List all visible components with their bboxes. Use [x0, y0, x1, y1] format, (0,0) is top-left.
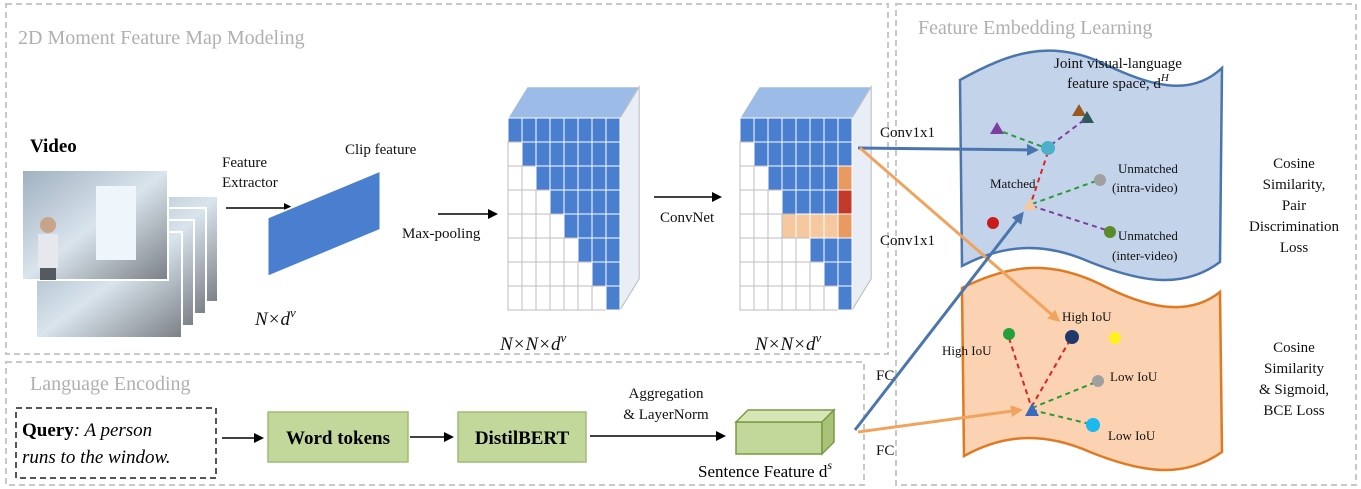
video-frames	[21, 169, 219, 339]
language-title: Language Encoding	[30, 373, 191, 395]
sentence-feature-cube	[734, 408, 836, 456]
unmatched-intra-1: Unmatched	[1118, 161, 1178, 176]
svg-text:& Sigmoid,: & Sigmoid,	[1259, 382, 1329, 398]
moment-map-frame	[5, 3, 889, 355]
matched-label: Matched	[990, 176, 1036, 191]
conv1-arrow	[857, 143, 1039, 156]
conv1-label: Conv1x1	[880, 125, 935, 141]
svg-text:Similarity: Similarity	[1264, 361, 1325, 377]
map1-dim: N×N×dv	[499, 330, 567, 355]
map2-dim: N×N×dv	[754, 330, 822, 355]
svg-text:Discrimination: Discrimination	[1249, 219, 1339, 235]
word-tokens-label: Word tokens	[286, 428, 390, 449]
loss-label-1: Cosine Similarity, Pair Discrimination L…	[1249, 156, 1339, 256]
moment-map-title: 2D Moment Feature Map Modeling	[18, 27, 305, 49]
maxpool-label: Max-pooling	[402, 226, 481, 242]
sentence-feature-label: Sentence Feature ds	[698, 458, 832, 481]
embedding-frame	[895, 3, 1357, 486]
svg-text:Cosine: Cosine	[1273, 340, 1315, 356]
distilbert-box	[457, 411, 587, 463]
aggregation-label-2: & LayerNorm	[623, 407, 709, 423]
moment-map-1	[507, 85, 641, 312]
clip-dim: N×dv	[254, 305, 296, 330]
conv2-label: Conv1x1	[880, 233, 935, 249]
fc1-label: FC	[876, 368, 894, 384]
unmatched-inter-1: Unmatched	[1118, 228, 1178, 243]
fc2-arrow	[857, 405, 1023, 434]
extractor-label-1: Feature	[222, 155, 267, 171]
joint-space-blue	[958, 49, 1224, 282]
query-line-1: Query: A person	[22, 420, 152, 441]
unmatched-intra-2: (intra-video)	[1112, 180, 1178, 195]
joint-space-orange	[960, 266, 1224, 472]
fc2-label: FC	[876, 443, 894, 459]
svg-text:Pair: Pair	[1282, 198, 1306, 214]
embedding-title: Feature Embedding Learning	[918, 17, 1152, 39]
distilbert-label: DistilBERT	[475, 428, 570, 449]
aggregation-label-1: Aggregation	[629, 386, 704, 402]
high-iou-b: High IoU	[1062, 309, 1112, 324]
svg-text:Cosine: Cosine	[1273, 156, 1315, 172]
loss-label-2: Cosine Similarity & Sigmoid, BCE Loss	[1259, 340, 1329, 419]
fc1-arrow	[853, 211, 1024, 431]
clip-feature-label: Clip feature	[345, 142, 417, 158]
language-frame	[5, 361, 865, 486]
svg-text:Similarity,: Similarity,	[1263, 177, 1326, 193]
word-tokens-box	[267, 411, 409, 463]
query-line-2: runs to the window.	[22, 447, 171, 468]
high-iou-a: High IoU	[942, 343, 992, 358]
moment-map-2	[739, 85, 873, 312]
space-label-1: Joint visual-language	[1054, 56, 1182, 72]
query-box	[15, 407, 217, 479]
extractor-label-2: Extractor	[222, 175, 278, 191]
low-iou-b: Low IoU	[1108, 428, 1156, 443]
space-label-2: feature space, dH	[1067, 72, 1170, 92]
orange-space-points	[1003, 328, 1121, 432]
unmatched-inter-2: (inter-video)	[1112, 248, 1177, 263]
svg-text:BCE Loss: BCE Loss	[1263, 403, 1324, 419]
conv2-arrow	[859, 146, 1061, 322]
svg-text:Loss: Loss	[1280, 240, 1309, 256]
video-label: Video	[30, 136, 77, 157]
clip-feature-blocks	[267, 166, 389, 277]
low-iou-a: Low IoU	[1110, 369, 1158, 384]
blue-space-points	[987, 104, 1116, 238]
convnet-label: ConvNet	[660, 210, 715, 226]
